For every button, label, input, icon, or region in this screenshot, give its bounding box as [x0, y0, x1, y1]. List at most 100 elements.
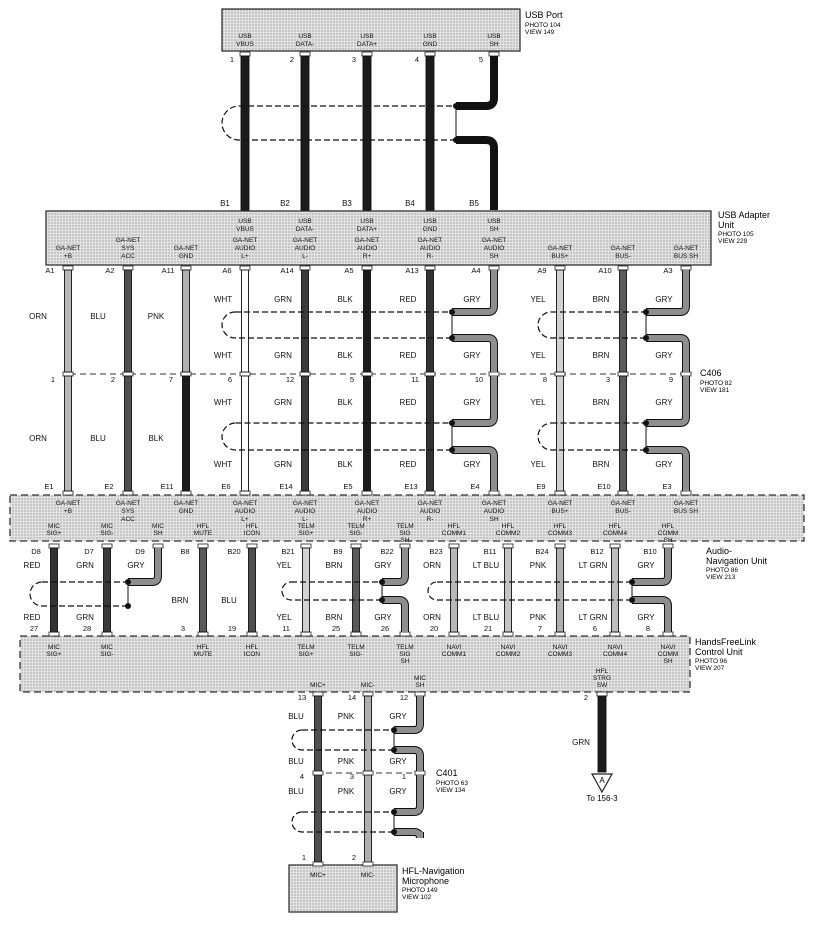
nav-top-pin-label: GND [179, 508, 194, 515]
mic-wire-color-label: BLU [288, 712, 304, 721]
hfl-wire-color-label: YEL [276, 561, 292, 570]
usb-adapter-pin-number: B1 [220, 199, 230, 208]
wire-color-label: RED [400, 295, 417, 304]
mic-wire-color-label: GRY [389, 712, 407, 721]
nav-top-terminal [122, 490, 134, 496]
nav-top-pin-number: E3 [662, 482, 671, 491]
usb-adapter-pin-label: VBUS [236, 226, 254, 233]
nav-top-pin-label: ACC [121, 516, 135, 523]
usb-adapter-ga-label: GA-NET [611, 245, 636, 252]
audio-sh-drain-lower-upper [452, 376, 497, 426]
microphone-title: HFL-Navigation Microphone PHOTO 149 VIEW… [402, 866, 465, 901]
hfl-pin-number: 19 [228, 624, 236, 633]
nav-top-terminal [361, 490, 373, 496]
svg-text:Control Unit: Control Unit [695, 647, 743, 657]
hfl-top-pin-label: HFL [197, 644, 210, 651]
usb-adapter-ga-label: SH [489, 253, 498, 260]
navi-sh-drain-upper [632, 548, 671, 585]
wire-color-label: BLK [148, 434, 164, 443]
svg-text:PHOTO 149: PHOTO 149 [402, 887, 438, 894]
wire-color-label: YEL [530, 351, 546, 360]
usb-adapter-pin-label: USB [487, 218, 500, 225]
nav-bottom-pin-label: MIC [152, 523, 164, 530]
hfl-top-pin-label: COMM2 [496, 651, 521, 658]
usb-adapter-ga-terminal [488, 265, 500, 271]
hfl-wire-color-label: BRN [172, 596, 189, 605]
hfl-bottom-pin-label: HFL [596, 668, 609, 675]
svg-text:PHOTO 86: PHOTO 86 [706, 567, 738, 574]
nav-top-pin-label: GA-NET [293, 500, 318, 507]
svg-text:USB Adapter: USB Adapter [718, 210, 770, 220]
nav-bottom-pin-label: MIC [48, 523, 60, 530]
hfl-top-pin-label: SIG [399, 651, 410, 658]
wire-color-label: BLK [337, 398, 353, 407]
usb-adapter-ga-label: BUS+ [551, 253, 568, 260]
wire-color-label: GRN [274, 351, 292, 360]
audio-shield-lower-splice-top [449, 420, 455, 426]
usb-adapter-ga-terminal [180, 265, 192, 271]
hfl-top-pin-label: NAVI [608, 644, 623, 651]
usb-adapter-ga-label: GA-NET [233, 237, 258, 244]
c401-terminal [362, 770, 374, 776]
nav-top-terminal [62, 490, 74, 496]
usb-adapter-ga-label: GA-NET [174, 245, 199, 252]
mic-wire-color-label: PNK [338, 787, 355, 796]
nav-bottom-terminal [300, 543, 312, 549]
usb-adapter-pin-label: USB [423, 218, 436, 225]
usb-adapter-ga-pin: A14 [280, 266, 293, 275]
nav-bottom-pin-label: COMM3 [548, 530, 573, 537]
hfl-bottom-pin-number: 13 [298, 693, 306, 702]
usb-wire [240, 55, 250, 211]
usb-adapter-ga-label: GND [179, 253, 194, 260]
hfl-wire-color-label: RED [24, 613, 41, 622]
wire-color-label: BRN [593, 398, 610, 407]
wire-color-label: GRY [655, 398, 673, 407]
nav-top-terminal [424, 490, 436, 496]
nav-bottom-terminal [101, 543, 113, 549]
mic-shield [29, 581, 128, 607]
hfl-top-pin-label: COMM3 [548, 651, 573, 658]
nav-top-terminal [180, 490, 192, 496]
usb-adapter-ga-label: AUDIO [235, 245, 256, 252]
usb-port-pin-number: 3 [352, 55, 356, 64]
usb-adapter-pin-label: DATA+ [357, 226, 377, 233]
hfl-bottom-terminal [312, 691, 324, 697]
nav-bottom-pin-label: ICON [244, 530, 261, 537]
ga-wire-lower [301, 375, 309, 492]
nav-top-pin-label: GA-NET [355, 500, 380, 507]
hfl-top-terminal [399, 631, 411, 637]
ga-wire-lower [426, 375, 434, 492]
hfl-pin-number: 20 [430, 624, 438, 633]
hfl-top-pin-label: COMM [658, 651, 679, 658]
svg-text:VIEW 229: VIEW 229 [718, 238, 748, 245]
ga-wire-lower [241, 375, 249, 492]
c406-pin-number: 12 [286, 375, 294, 384]
microphone-box [288, 864, 398, 913]
mic-wire-color-label: GRY [389, 757, 407, 766]
mic-wire-lower [364, 774, 372, 863]
hfl-wire-color-label: GRY [374, 561, 392, 570]
usb-port-pin-label: SH [489, 41, 498, 48]
nav-bottom-terminal [554, 543, 566, 549]
wire-color-label: YEL [530, 460, 546, 469]
usb-shield-drain-upper [456, 56, 498, 110]
nav-bottom-terminal [350, 543, 362, 549]
nav-bottom-terminal [246, 543, 258, 549]
bus-sh-drain-lower-upper [646, 376, 689, 426]
ga-wire-upper [64, 269, 72, 373]
usb-adapter-pin-label: GND [423, 226, 438, 233]
usb-adapter-ga-terminal [122, 265, 134, 271]
usb-adapter-ga-label: GA-NET [116, 237, 141, 244]
nav-top-pin-number: E4 [470, 482, 479, 491]
bus-sh-drain-upper-upper-outline [646, 270, 690, 316]
usb-adapter-ga-label: SYS [121, 245, 135, 252]
ga-wire-lower [124, 375, 132, 492]
hfl-wire [103, 547, 111, 633]
hfl-top-pin-label: MIC [48, 644, 60, 651]
strg-wire [597, 695, 607, 773]
usb-port-pin-label: DATA+ [357, 41, 377, 48]
usb-adapter-ga-label: ACC [121, 253, 135, 260]
hfl-pin-number: 8 [646, 624, 650, 633]
nav-top-terminal [239, 490, 251, 496]
